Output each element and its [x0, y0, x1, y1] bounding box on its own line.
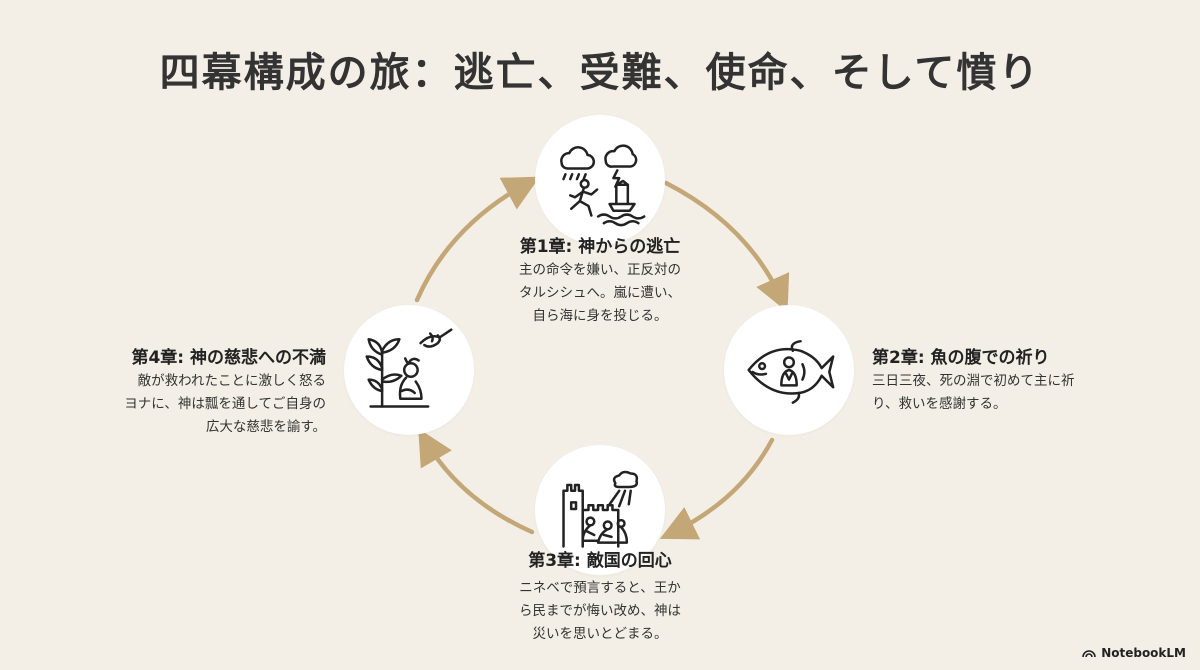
- page-title: 四幕構成の旅：逃亡、受難、使命、そして憤り: [159, 50, 1041, 96]
- stage-3-title: 第3章: 敵国の回心: [528, 551, 672, 571]
- arrow-2-to-3: [659, 437, 775, 540]
- notebooklm-logo-icon: [1082, 650, 1096, 658]
- fish-prayer-icon: [747, 339, 835, 404]
- stage-3-circle: [535, 445, 665, 575]
- stage-2-circle: [724, 305, 854, 435]
- stage-1-title: 第1章: 神からの逃亡: [519, 237, 681, 257]
- stage-4-circle: [344, 305, 474, 435]
- arrow-1-to-2: [663, 180, 790, 313]
- fleeing-storm-ship-icon: [560, 144, 646, 227]
- plant-angry-man-icon: [365, 328, 453, 408]
- arrow-4-to-1: [414, 176, 540, 303]
- stage-1-description: 主の命令を嫌い、正反対の タルシシュへ。嵐に遭い、 自ら海に身を投じる。: [519, 262, 681, 324]
- arrow-3-to-4: [418, 428, 535, 535]
- notebooklm-brand: NotebookLM: [1082, 646, 1186, 660]
- stage-4-description: 敵が救われたことに激しく怒る ヨナに、神は瓢を通してご自身の 広大な慈悲を諭す。: [124, 373, 326, 435]
- brand-label: NotebookLM: [1101, 646, 1186, 660]
- stage-2-description: 三日三夜、死の淵で初めて主に祈 り、救いを感謝する。: [872, 373, 1075, 412]
- stage-2-title: 第2章: 魚の腹での祈り: [872, 348, 1050, 368]
- city-repentance-icon: [562, 470, 639, 548]
- stage-4-title: 第4章: 神の慈悲への不満: [131, 348, 326, 368]
- stage-3-description: ニネベで預言すると、王か ら民までが悔い改め、神は 災いを思いとどまる。: [519, 580, 681, 642]
- stage-1-circle: [535, 115, 665, 245]
